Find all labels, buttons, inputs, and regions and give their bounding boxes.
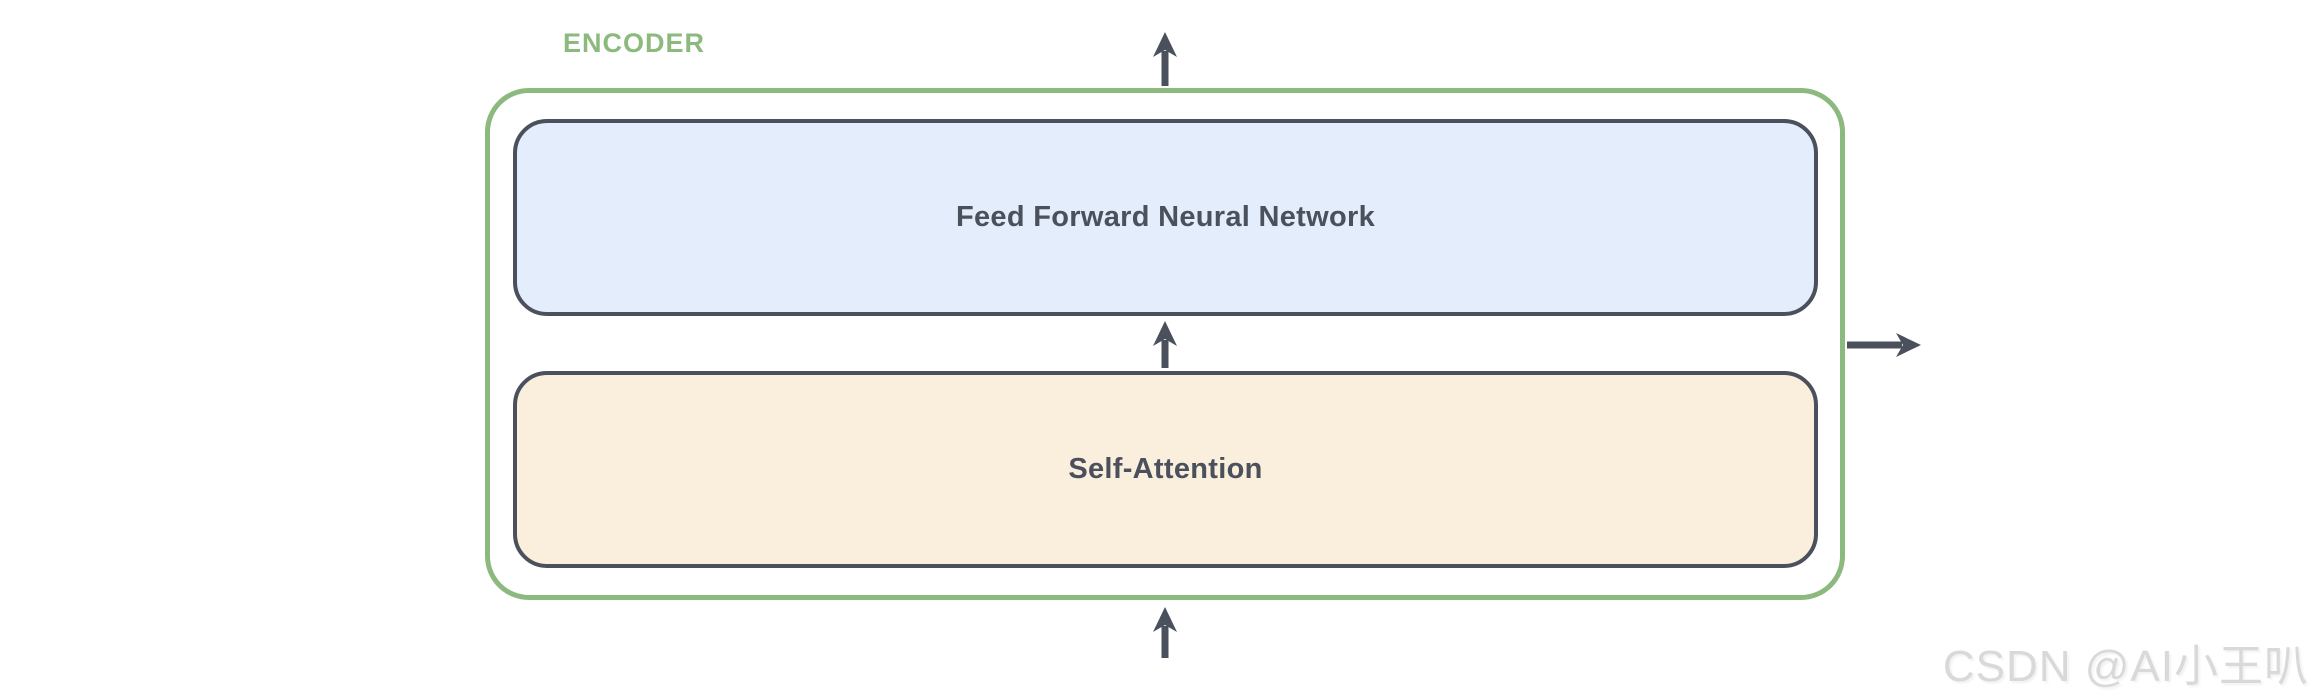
feed-forward-box: Feed Forward Neural Network: [513, 119, 1818, 316]
encoder-group-box: [485, 88, 1845, 600]
encoder-group-label: ENCODER: [563, 28, 706, 58]
output-top-arrow-up-icon: [1153, 32, 1177, 86]
internal-arrow-up-icon: [1153, 321, 1177, 368]
self-attention-box: Self-Attention: [513, 371, 1818, 568]
self-attention-label: Self-Attention: [1068, 453, 1263, 485]
watermark: CSDN @AI小王叭: [1942, 642, 2309, 691]
feed-forward-label: Feed Forward Neural Network: [955, 201, 1376, 233]
input-arrow-up-icon: [1153, 607, 1177, 658]
output-right-arrow-icon: [1847, 333, 1921, 357]
